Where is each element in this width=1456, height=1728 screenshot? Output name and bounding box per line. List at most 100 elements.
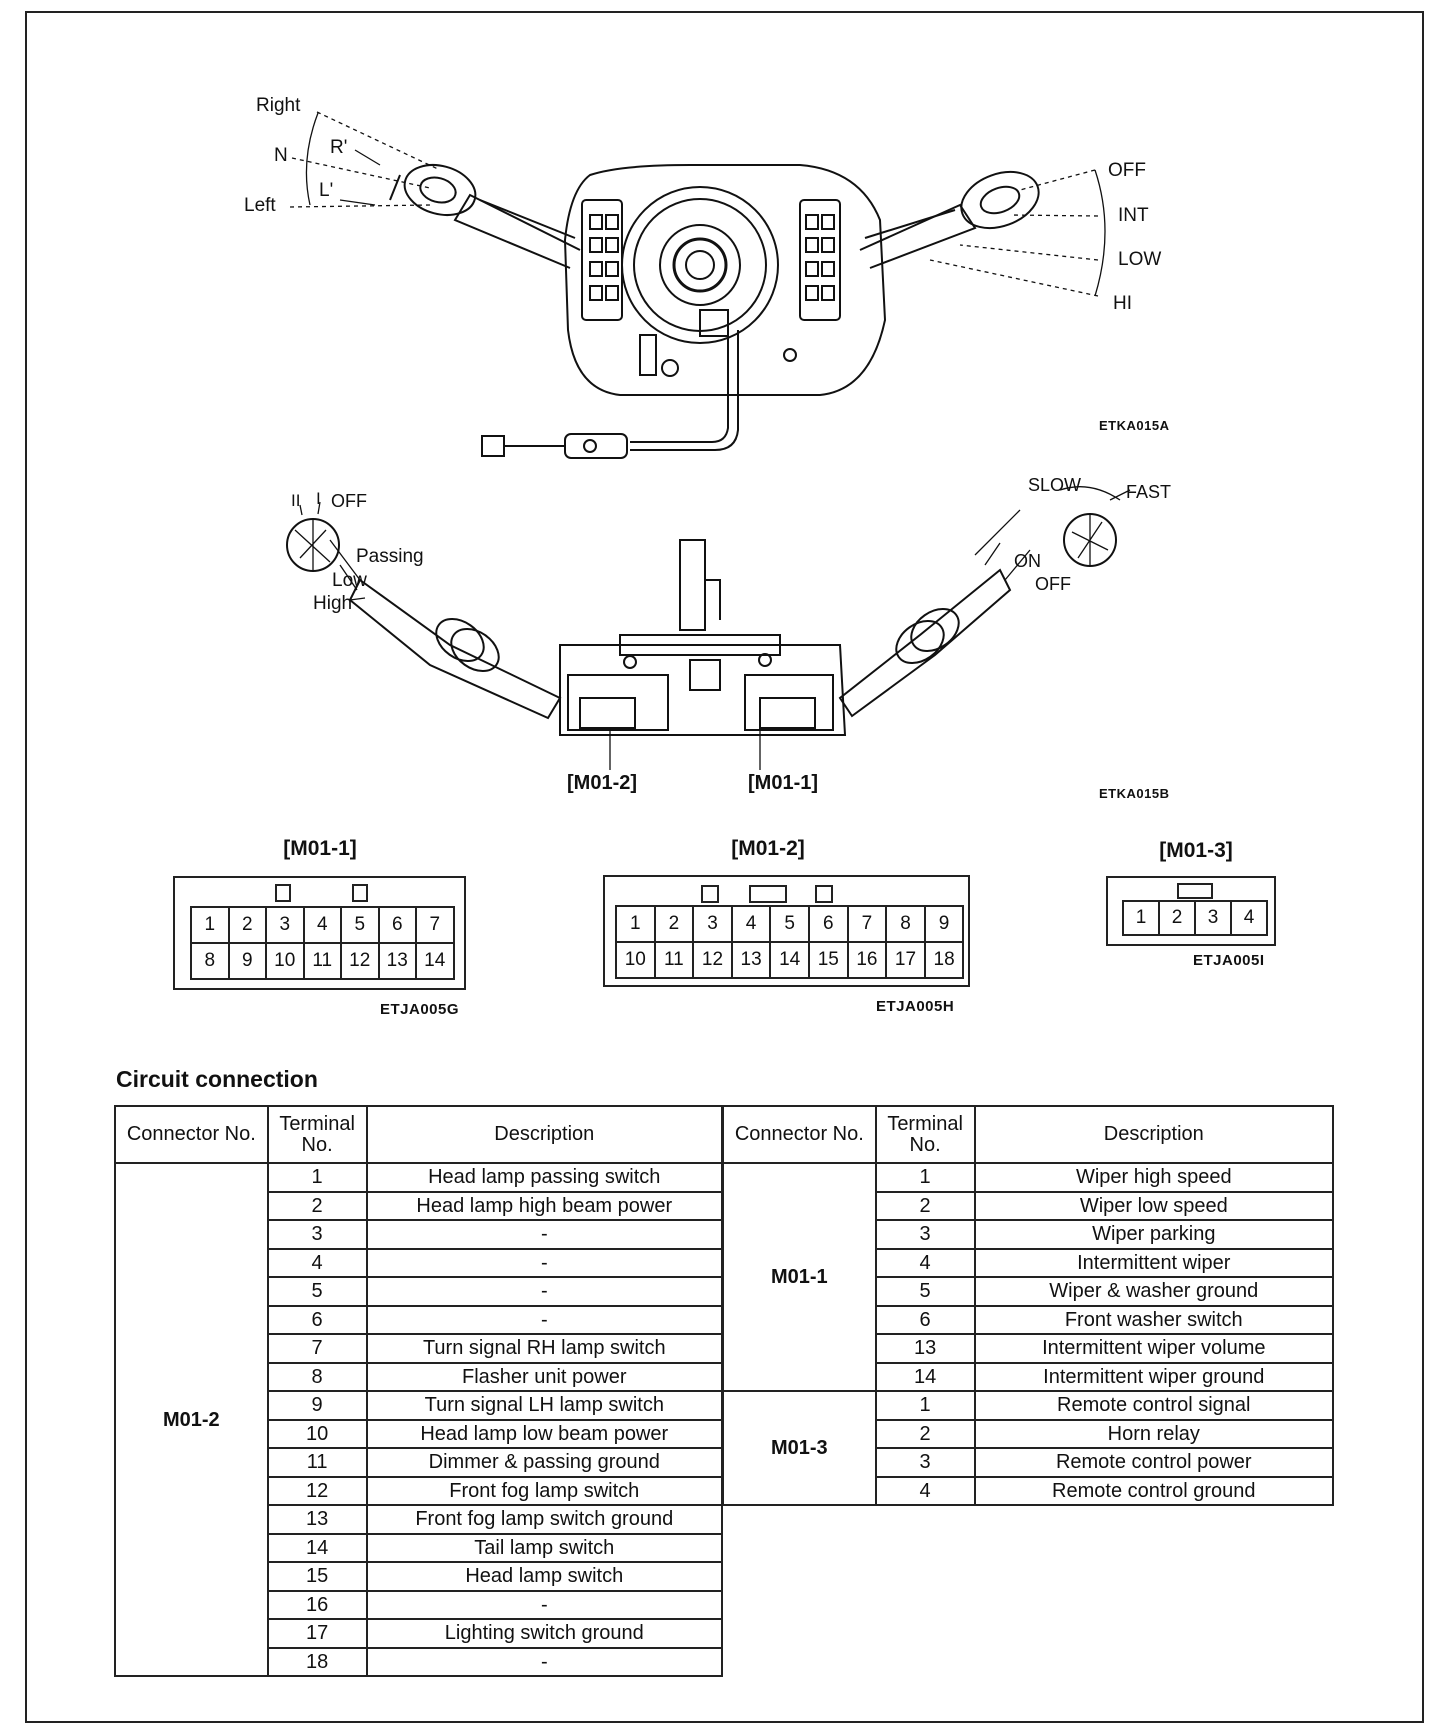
description-cell: Horn relay [973, 1418, 1335, 1449]
switch-assembly-illustration [289, 111, 1106, 459]
connector-pin: 12 [692, 941, 733, 979]
description-cell: Wiper parking [973, 1219, 1335, 1250]
terminal-cell: 1 [874, 1162, 976, 1193]
terminal-cell: 15 [266, 1561, 368, 1592]
connector-pin: 8 [190, 942, 230, 980]
terminal-cell: 9 [266, 1390, 368, 1421]
description-cell: Flasher unit power [365, 1361, 724, 1392]
connector-cell: M01-2 [114, 1162, 269, 1677]
connector-title-m01-2: [M01-2] [731, 837, 805, 860]
description-cell: - [365, 1589, 724, 1620]
header-description: Description [973, 1105, 1335, 1164]
knob-label-slow: SLOW [1028, 475, 1082, 495]
description-cell: Wiper & washer ground [973, 1276, 1335, 1307]
description-cell: - [365, 1276, 724, 1307]
connector-pin: 7 [415, 906, 455, 944]
description-cell: Intermittent wiper ground [973, 1361, 1335, 1392]
connector-pin: 2 [653, 905, 695, 943]
terminal-cell: 4 [874, 1247, 976, 1278]
table-row: 6- [115, 1304, 724, 1335]
description-cell: - [365, 1247, 724, 1278]
connector-pin: 13 [377, 942, 417, 980]
connector-pin: 4 [302, 906, 342, 944]
connector-key [815, 885, 833, 903]
label-off-washer: OFF [1035, 574, 1071, 594]
callout-m01-2: [M01-2] [567, 772, 638, 794]
connector-pin: 4 [730, 905, 772, 943]
label-hi: HI [1113, 293, 1132, 314]
knob-label-i: I [316, 489, 321, 508]
label-off: OFF [1108, 160, 1146, 181]
description-cell: Head lamp passing switch [365, 1162, 724, 1193]
connector-pin: 9 [227, 942, 267, 980]
description-cell: Tail lamp switch [365, 1532, 724, 1563]
description-cell: Remote control power [973, 1447, 1335, 1478]
connector-title-m01-1: [M01-1] [283, 837, 357, 860]
label-low: LOW [1118, 249, 1162, 270]
connector-pin: 14 [769, 941, 810, 979]
terminal-cell: 6 [266, 1304, 368, 1335]
label-right: Right [256, 95, 301, 116]
table-row: 4- [115, 1247, 724, 1278]
connector-pin: 5 [340, 906, 380, 944]
callout-m01-1: [M01-1] [748, 772, 819, 794]
connector-key [701, 885, 719, 903]
description-cell: Remote control ground [973, 1475, 1335, 1506]
page-frame [25, 11, 1424, 1723]
connector-pin: 18 [923, 941, 965, 979]
description-cell: Intermittent wiper [973, 1247, 1335, 1278]
connector-pin: 3 [692, 905, 733, 943]
knob-label-fast: FAST [1126, 482, 1172, 502]
connector-pin: 16 [846, 941, 888, 979]
terminal-cell: 12 [266, 1475, 368, 1506]
label-int: INT [1118, 205, 1149, 226]
switch-body-illustration [286, 486, 1131, 770]
description-cell: Front fog lamp switch [365, 1475, 724, 1506]
terminal-cell: 3 [874, 1219, 976, 1250]
label-left: Left [244, 195, 276, 216]
circuit-table-m01-2: Connector No. Terminal No. Description M… [114, 1105, 724, 1677]
connector-pin: 2 [1158, 900, 1196, 936]
terminal-cell: 14 [266, 1532, 368, 1563]
connector-ref-m01-3: ETJA005I [1193, 952, 1265, 969]
description-cell: Front washer switch [973, 1304, 1335, 1335]
description-cell: Head lamp switch [365, 1561, 724, 1592]
label-n: N [274, 145, 288, 166]
description-cell: Intermittent wiper volume [973, 1333, 1335, 1364]
label-high-beam: High [313, 593, 353, 614]
terminal-cell: 4 [266, 1247, 368, 1278]
terminal-cell: 16 [266, 1589, 368, 1620]
connector-pin: 6 [808, 905, 849, 943]
connector-pin: 10 [615, 941, 656, 979]
connector-title-m01-3: [M01-3] [1159, 839, 1233, 862]
description-cell: Turn signal RH lamp switch [365, 1333, 724, 1364]
description-cell: Head lamp high beam power [365, 1190, 724, 1221]
terminal-cell: 2 [874, 1418, 976, 1449]
connector-cell: M01-3 [722, 1390, 877, 1506]
connector-cell: M01-1 [722, 1162, 877, 1392]
connector-pin: 1 [1122, 900, 1160, 936]
description-cell: Lighting switch ground [365, 1618, 724, 1649]
terminal-cell: 6 [874, 1304, 976, 1335]
label-passing: Passing [356, 546, 424, 567]
header-description: Description [365, 1105, 724, 1164]
connector-pin: 3 [1194, 900, 1232, 936]
connector-pin: 11 [653, 941, 695, 979]
terminal-cell: 11 [266, 1447, 368, 1478]
connector-pin: 10 [265, 942, 305, 980]
connector-ref-m01-1: ETJA005G [380, 1001, 460, 1018]
connector-key [1177, 883, 1213, 899]
connector-pin: 17 [885, 941, 926, 979]
